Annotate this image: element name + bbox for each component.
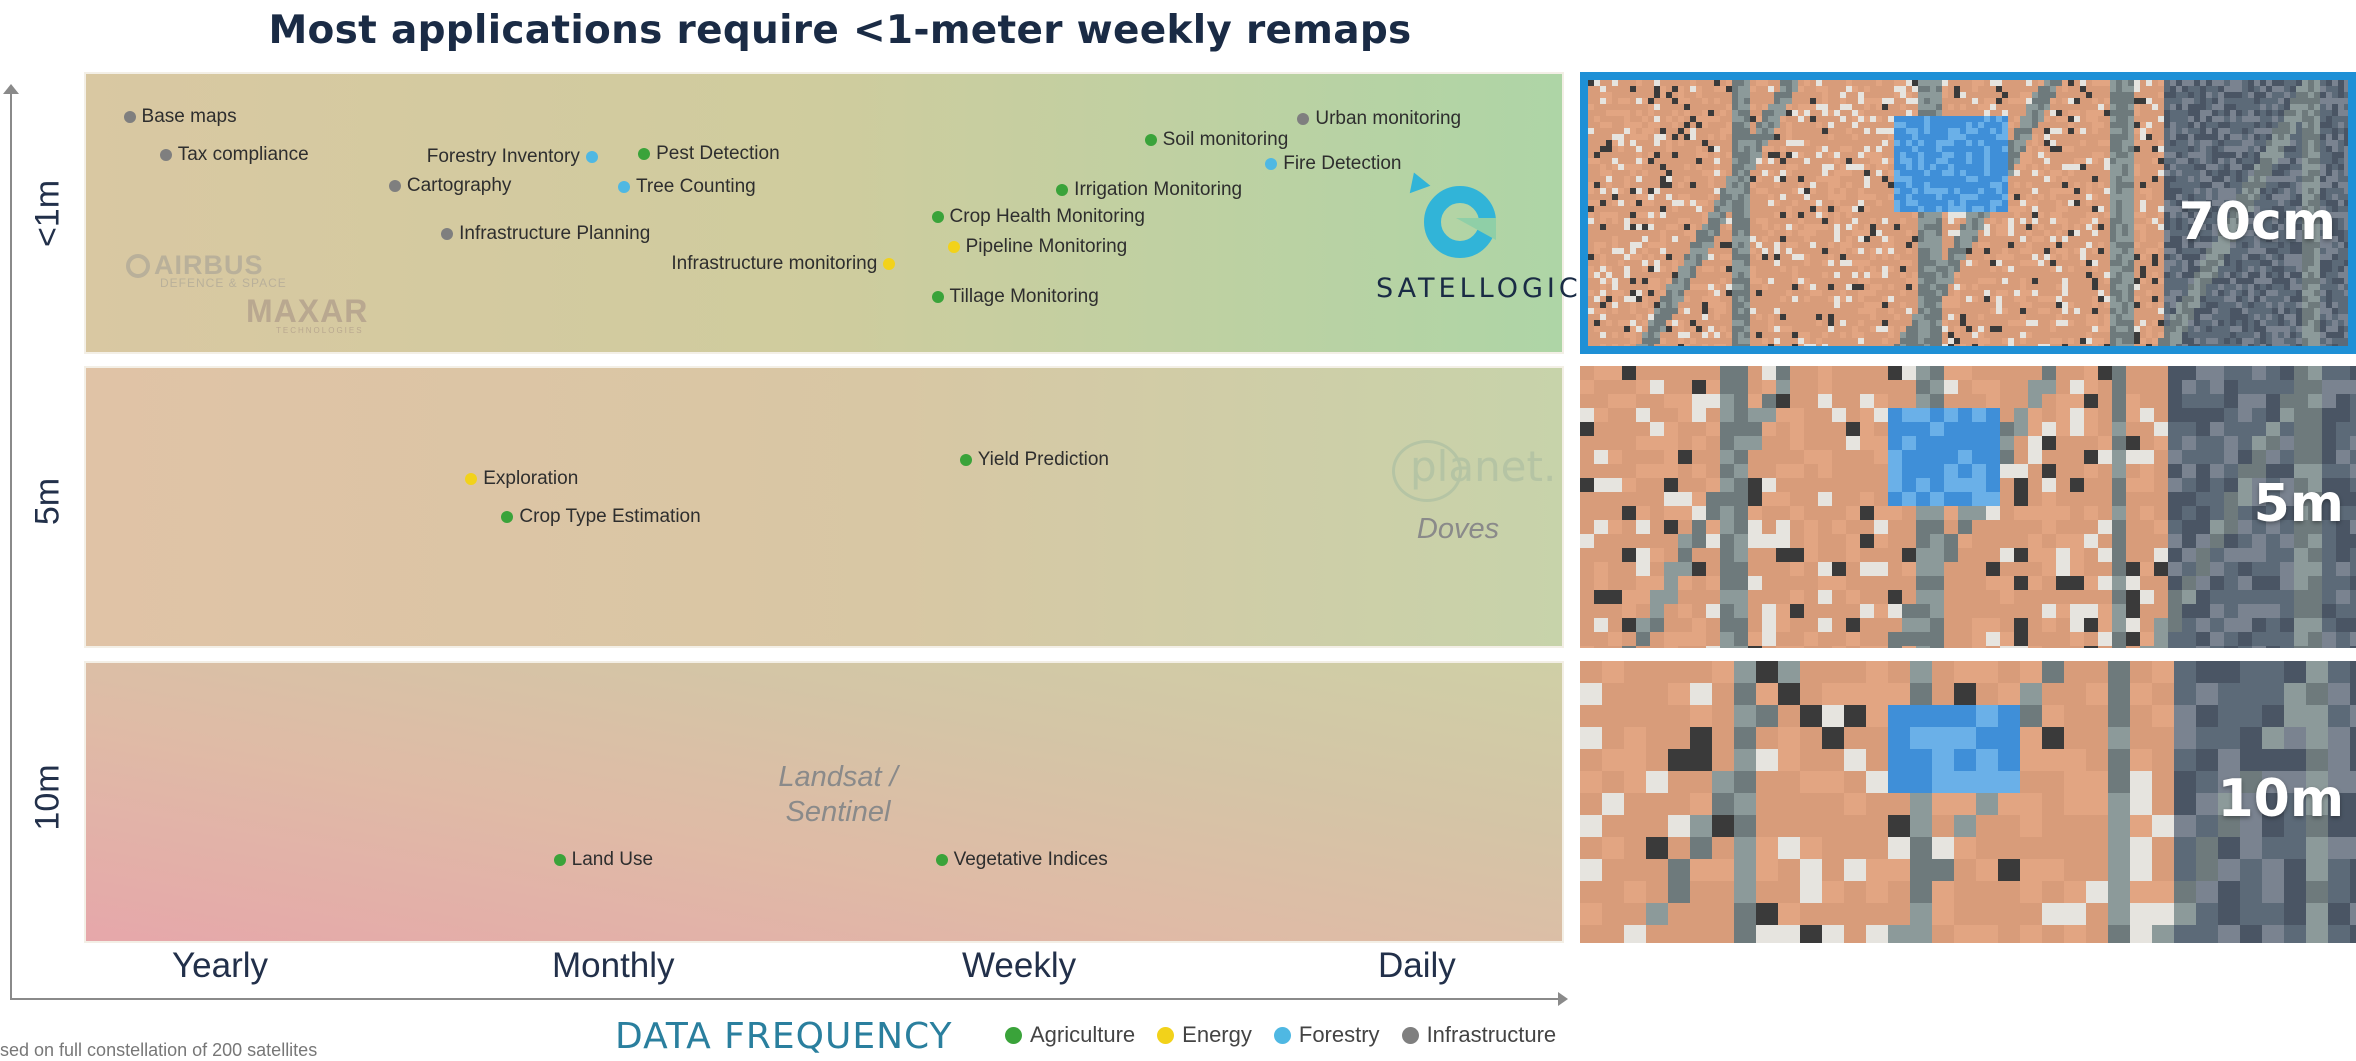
legend: Agriculture Energy Forestry Infrastructu… [1005,1022,1556,1048]
y-axis-line [10,92,12,1000]
legend-item-agriculture: Agriculture [1005,1022,1135,1048]
planet-logo: planet. [1410,442,1556,491]
landsat-sentinel-label: Landsat / Sentinel [738,760,938,830]
y-label-5m: 5m [29,402,68,602]
chart-title: Most applications require <1-meter weekl… [0,8,1680,53]
legend-dot-infrastructure [1402,1027,1419,1044]
sentinel-line: Sentinel [738,795,938,830]
x-label-yearly: Yearly [172,946,268,986]
legend-label-energy: Energy [1182,1022,1252,1048]
x-label-weekly: Weekly [962,946,1076,986]
legend-label-forestry: Forestry [1299,1022,1380,1048]
satellogic-logo: SATELLOGIC [1376,273,1582,304]
x-axis-arrow-icon [1558,992,1568,1006]
resolution-label-70cm: 70cm [2179,192,2336,252]
x-label-monthly: Monthly [552,946,675,986]
landsat-line: Landsat / [738,760,938,795]
x-axis-title: DATA FREQUENCY [615,1016,953,1057]
legend-dot-agriculture [1005,1027,1022,1044]
y-axis-arrow-icon [3,84,19,94]
resolution-label-10m: 10m [2217,769,2344,829]
doves-label: Doves [1408,512,1508,547]
legend-dot-energy [1157,1027,1174,1044]
image-panel-10m: 10m [1580,661,2356,943]
image-panel-70cm: 70cm [1580,72,2356,354]
legend-dot-forestry [1274,1027,1291,1044]
legend-label-agriculture: Agriculture [1030,1022,1135,1048]
satellite-image-5m [1580,366,2356,648]
y-label-sub-1m: <1m [29,114,68,314]
resolution-label-5m: 5m [2254,474,2344,534]
x-label-daily: Daily [1378,946,1456,986]
image-panel-5m: 5m [1580,366,2356,648]
legend-item-energy: Energy [1157,1022,1252,1048]
maxar-subtext: TECHNOLOGIES [276,326,364,335]
airbus-subtext: DEFENCE & SPACE [160,276,287,290]
legend-item-infrastructure: Infrastructure [1402,1022,1557,1048]
airbus-ring-icon [126,254,150,278]
legend-item-forestry: Forestry [1274,1022,1380,1048]
maxar-logo: MAXAR [246,293,368,330]
y-label-10m: 10m [29,698,68,898]
x-axis-line [10,998,1562,1000]
legend-label-infrastructure: Infrastructure [1427,1022,1557,1048]
band-5m [84,366,1564,648]
